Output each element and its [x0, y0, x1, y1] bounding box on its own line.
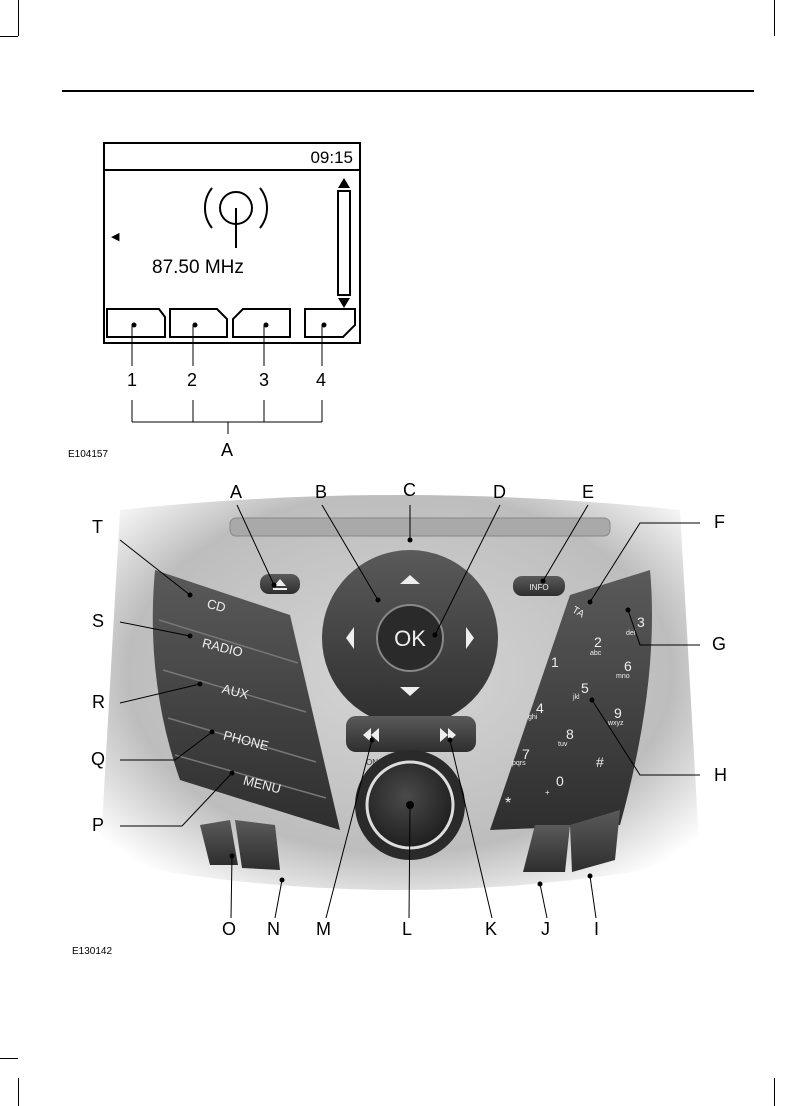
key-6[interactable]: 6: [624, 658, 632, 674]
callout-n: N: [267, 919, 280, 939]
key-7-sub: pqrs: [512, 760, 526, 767]
figure-code: E104157: [68, 449, 109, 460]
crop-mark: [18, 1078, 19, 1106]
key-1[interactable]: 1: [551, 654, 559, 670]
softkey-number-2: 2: [187, 370, 198, 390]
radio-display: 09:15 ◀ 87.50 MHz: [103, 142, 361, 344]
up-arrow-icon[interactable]: [400, 575, 420, 584]
callout-p: P: [92, 815, 105, 835]
end-call-button-right[interactable]: [570, 810, 620, 872]
key-4[interactable]: 4: [536, 700, 544, 716]
key-6-sub: mno: [616, 673, 630, 680]
key-2[interactable]: 2: [594, 634, 602, 650]
key-7[interactable]: 7: [522, 746, 530, 762]
key-0[interactable]: 0: [556, 773, 564, 789]
callout-b: B: [315, 482, 328, 502]
ok-button[interactable]: [376, 604, 444, 672]
softkey-row[interactable]: [105, 307, 359, 341]
answer-call-button[interactable]: [235, 820, 280, 870]
callout-q: Q: [91, 749, 106, 769]
softkey-number-1: 1: [127, 370, 138, 390]
key-8-sub: tuv: [558, 741, 568, 748]
frequency-readout: 87.50 MHz: [152, 257, 244, 278]
key-star[interactable]: *: [505, 795, 512, 812]
callout-r: R: [92, 692, 105, 712]
crop-mark: [774, 0, 775, 36]
key-9[interactable]: 9: [614, 705, 622, 721]
figure-code-controls: E130142: [72, 946, 113, 957]
softkey-leaders: [131, 325, 323, 434]
callout-l: L: [402, 919, 413, 939]
end-call-button[interactable]: [200, 820, 238, 865]
callout-i: I: [594, 919, 600, 939]
crop-mark: [0, 1058, 18, 1059]
crop-mark: [18, 0, 19, 36]
callout-o: O: [222, 919, 237, 939]
seek-forward-icon[interactable]: [440, 728, 448, 742]
callout-h: H: [714, 765, 727, 785]
key-hash[interactable]: #: [596, 754, 604, 770]
callout-j: J: [541, 919, 550, 939]
display-clock: 09:15: [310, 148, 353, 167]
audio-control-panel: OK INFO ON/OFF: [60, 480, 740, 920]
key-5-sub: jkl: [573, 694, 580, 701]
callout-f: F: [714, 512, 725, 532]
callout-g: G: [712, 634, 727, 654]
callout-m: M: [316, 919, 331, 939]
key-2-sub: abc: [590, 650, 602, 657]
callout-e: E: [582, 482, 595, 502]
callout-k: K: [485, 919, 498, 939]
info-label: INFO: [529, 583, 548, 592]
key-3[interactable]: 3: [637, 614, 645, 630]
callout-d: D: [493, 482, 506, 502]
scroll-bar[interactable]: [335, 178, 353, 308]
display-status-bar: 09:15: [105, 144, 359, 171]
header-rule: [62, 90, 754, 92]
down-arrow-icon[interactable]: [400, 687, 420, 696]
callout-t: T: [92, 517, 103, 537]
softkey-number-3: 3: [259, 370, 270, 390]
left-arrow-icon[interactable]: [346, 627, 354, 649]
ok-label: OK: [394, 626, 426, 651]
answer-call-button-right[interactable]: [523, 825, 570, 872]
key-9-sub: wxyz: [608, 720, 624, 727]
softkey-group-label: A: [221, 440, 234, 460]
crop-mark: [774, 1078, 775, 1106]
key-0-sub: +: [545, 788, 550, 797]
key-3-sub: def: [626, 630, 636, 637]
callout-a: A: [230, 482, 243, 502]
left-arrow-icon: ◀: [111, 231, 120, 243]
callout-s: S: [92, 611, 105, 631]
key-5[interactable]: 5: [581, 680, 589, 696]
crop-mark: [0, 36, 18, 37]
seek-back-icon[interactable]: [363, 728, 371, 742]
softkey-number-4: 4: [316, 370, 327, 390]
key-4-sub: ghi: [528, 714, 538, 721]
key-8[interactable]: 8: [566, 726, 574, 742]
antenna-icon: [203, 187, 269, 248]
callout-c: C: [403, 480, 416, 500]
